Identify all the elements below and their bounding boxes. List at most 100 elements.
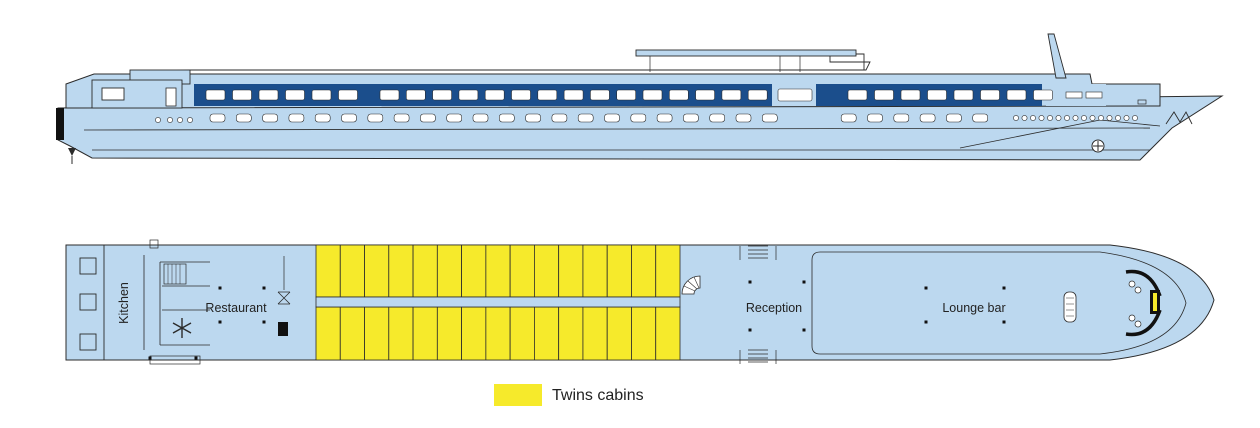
- window: [616, 89, 637, 101]
- window: [405, 89, 426, 101]
- porthole: [1030, 115, 1036, 121]
- window: [472, 113, 489, 123]
- porthole: [1115, 115, 1121, 121]
- lower-windows: [209, 113, 989, 123]
- bow-equipment: [1128, 280, 1160, 328]
- window: [338, 89, 358, 101]
- cabin: [339, 244, 365, 298]
- legend: Twins cabins: [494, 384, 644, 406]
- window: [446, 113, 463, 123]
- ship-side-view: [56, 33, 1224, 164]
- sun-deck-canopy: [635, 49, 857, 57]
- window: [420, 113, 436, 123]
- bar-counter: [1063, 291, 1077, 323]
- cabin: [364, 244, 390, 298]
- window: [511, 89, 531, 101]
- cabin: [631, 306, 657, 361]
- porthole: [1013, 115, 1019, 121]
- window: [314, 113, 331, 123]
- window: [642, 89, 663, 101]
- window: [367, 113, 384, 123]
- porthole: [1089, 115, 1096, 121]
- cabin: [582, 244, 608, 298]
- window: [288, 113, 305, 123]
- window: [840, 113, 857, 123]
- window: [1065, 91, 1083, 99]
- pillar: [1002, 320, 1006, 324]
- pillar: [148, 356, 152, 360]
- pillar: [218, 320, 222, 324]
- window: [630, 113, 647, 123]
- window: [847, 89, 868, 101]
- pillar: [748, 280, 752, 284]
- porthole: [1021, 115, 1028, 121]
- window: [683, 113, 699, 123]
- porthole: [1132, 115, 1138, 121]
- cabin: [534, 244, 560, 298]
- pillar: [1002, 286, 1006, 290]
- window: [484, 89, 505, 101]
- cabin: [388, 244, 414, 298]
- upper-windows: [205, 88, 1103, 102]
- window: [258, 89, 279, 101]
- pillar: [262, 320, 266, 324]
- snowflake-icon: [172, 318, 192, 338]
- mast: [1047, 33, 1067, 79]
- porthole: [167, 117, 173, 123]
- window: [946, 113, 962, 123]
- legend-swatch-twins-cabins: [494, 384, 542, 406]
- window: [777, 88, 813, 102]
- cabin: [364, 306, 390, 361]
- gangway-stairs: [739, 245, 777, 364]
- cabin: [485, 244, 511, 298]
- window: [709, 113, 726, 123]
- window: [577, 113, 594, 123]
- cabin: [558, 244, 584, 298]
- window: [551, 113, 568, 123]
- twin-cabins: [315, 244, 681, 361]
- window: [393, 113, 410, 123]
- cabin: [412, 244, 438, 298]
- cabin: [582, 306, 608, 361]
- window: [379, 89, 400, 101]
- ship-hull: [57, 95, 1224, 161]
- cabin: [461, 244, 487, 298]
- legend-label-twins-cabins: Twins cabins: [552, 387, 644, 404]
- cabin: [339, 306, 365, 361]
- window: [537, 89, 558, 101]
- window: [668, 89, 689, 101]
- stair-symbol: [277, 291, 291, 305]
- window: [761, 113, 778, 123]
- window: [498, 113, 515, 123]
- cabin: [558, 306, 584, 361]
- window: [747, 89, 768, 101]
- porthole: [1106, 115, 1113, 121]
- window: [209, 113, 226, 123]
- cabin: [655, 244, 681, 298]
- window: [874, 89, 894, 101]
- cabin: [315, 244, 341, 298]
- lounge-bar-label: Lounge bar: [942, 301, 1005, 315]
- porthole: [1064, 115, 1070, 121]
- pillar: [194, 356, 198, 360]
- cabin: [606, 306, 632, 361]
- window: [285, 89, 305, 101]
- window: [900, 89, 921, 101]
- window: [953, 89, 974, 101]
- window: [721, 89, 742, 101]
- portholes: [155, 115, 1138, 123]
- porthole: [1047, 115, 1053, 121]
- window: [341, 113, 357, 123]
- window: [867, 113, 883, 123]
- window: [458, 89, 479, 101]
- window: [656, 113, 673, 123]
- pillar: [924, 320, 928, 324]
- pillar: [218, 286, 222, 290]
- window: [604, 113, 620, 123]
- cabin: [315, 306, 341, 361]
- porthole: [155, 117, 161, 123]
- window: [590, 89, 610, 101]
- window: [1006, 89, 1027, 101]
- pillar: [802, 328, 806, 332]
- cabin: [655, 306, 681, 361]
